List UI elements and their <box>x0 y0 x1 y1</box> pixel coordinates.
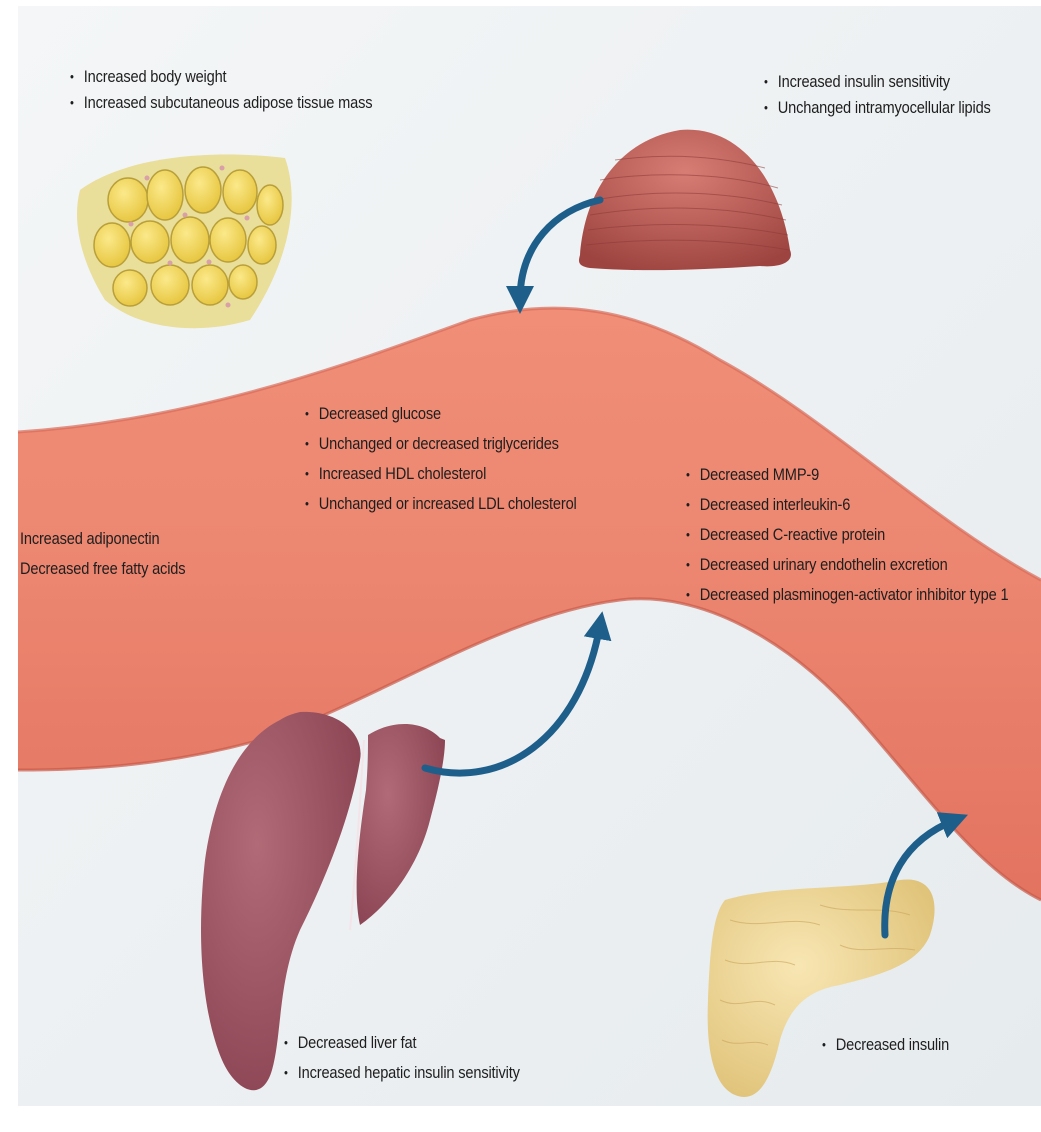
blood-center-effect-2: Unchanged or decreased triglycerides <box>305 429 577 459</box>
blood-right-effect-4: Decreased urinary endothelin excretion <box>686 550 1008 580</box>
liver-effects-list: Decreased liver fat Increased hepatic in… <box>284 1028 520 1088</box>
adipose-effects-list: Increased body weight Increased subcutan… <box>70 64 372 116</box>
blood-center-effect-3: Increased HDL cholesterol <box>305 459 577 489</box>
muscle-effect-1: Increased insulin sensitivity <box>764 69 991 95</box>
pancreas-effect-1: Decreased insulin <box>822 1032 949 1058</box>
blood-center-effect-1: Decreased glucose <box>305 399 577 429</box>
blood-right-effects-list: Decreased MMP-9 Decreased interleukin-6 … <box>686 460 1008 610</box>
liver-effect-1: Decreased liver fat <box>284 1028 520 1058</box>
muscle-effects-list: Increased insulin sensitivity Unchanged … <box>764 69 991 121</box>
blood-right-effect-2: Decreased interleukin-6 <box>686 490 1008 520</box>
liver-effect-2: Increased hepatic insulin sensitivity <box>284 1058 520 1088</box>
blood-right-effect-1: Decreased MMP-9 <box>686 460 1008 490</box>
blood-left-effects-list: Increased adiponectin Decreased free fat… <box>20 524 185 584</box>
blood-center-effect-4: Unchanged or increased LDL cholesterol <box>305 489 577 519</box>
blood-right-effect-5: Decreased plasminogen-activator inhibito… <box>686 580 1008 610</box>
adipose-effect-2: Increased subcutaneous adipose tissue ma… <box>70 90 372 116</box>
blood-left-effect-1: Increased adiponectin <box>20 524 185 554</box>
blood-right-effect-3: Decreased C-reactive protein <box>686 520 1008 550</box>
pancreas-effects-list: Decreased insulin <box>822 1032 949 1058</box>
blood-left-effect-2: Decreased free fatty acids <box>20 554 185 584</box>
adipose-effect-1: Increased body weight <box>70 64 372 90</box>
blood-center-effects-list: Decreased glucose Unchanged or decreased… <box>305 399 577 519</box>
adipose-tissue-icon <box>77 155 292 329</box>
muscle-effect-2: Unchanged intramyocellular lipids <box>764 95 991 121</box>
